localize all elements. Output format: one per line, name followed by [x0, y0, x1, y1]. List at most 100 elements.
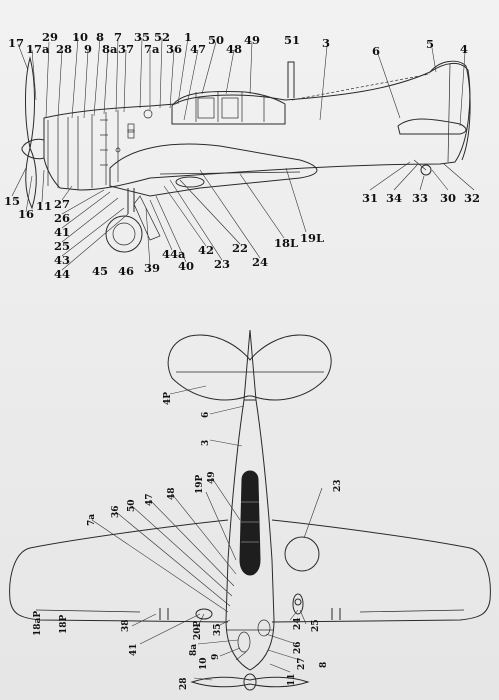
plan-fuselage — [225, 399, 275, 671]
label-41: 41 — [54, 225, 70, 239]
label-3p: 3 — [201, 440, 211, 446]
label-23: 23 — [214, 257, 230, 271]
label-40: 40 — [178, 259, 194, 273]
fuel-cap — [115, 147, 121, 153]
plan-cowl-scoop-right — [257, 619, 271, 637]
plan-canopy-frames — [241, 501, 259, 543]
label-15: 15 — [4, 194, 20, 208]
gear-door — [133, 195, 161, 241]
tailplane — [397, 118, 467, 135]
label-16: 16 — [18, 207, 34, 221]
label-51: 51 — [284, 33, 300, 47]
cowling-panels — [47, 110, 119, 190]
label-25p: 25 — [311, 619, 321, 632]
label-22: 22 — [232, 241, 248, 255]
label-10p: 10 — [199, 657, 209, 670]
label-33: 33 — [412, 191, 428, 205]
label-38p: 38 — [121, 619, 131, 632]
tail-wheel — [420, 164, 432, 176]
label-8ap: 8a — [189, 644, 199, 656]
label-6p: 6 — [201, 412, 211, 418]
label-44a: 44a — [162, 247, 186, 261]
label-8: 8 — [96, 30, 104, 44]
label-50p: 50 — [127, 499, 137, 512]
label-4P: 4P — [163, 392, 173, 405]
plan-propeller — [190, 676, 310, 688]
label-11: 11 — [36, 199, 52, 213]
label-48: 48 — [226, 42, 242, 56]
label-10: 10 — [72, 30, 88, 44]
label-49p: 49 — [207, 471, 217, 484]
main-wheel — [105, 215, 143, 253]
label-26p: 26 — [293, 641, 303, 654]
label-29: 29 — [42, 30, 58, 44]
label-17a: 17a — [26, 42, 50, 56]
wing-side — [109, 143, 318, 197]
flap-line — [159, 171, 301, 175]
side-leader-lines — [11, 37, 475, 271]
plan-wing-roundel — [284, 536, 320, 572]
label-31: 31 — [362, 191, 378, 205]
label-9p: 9 — [211, 654, 221, 660]
label-44: 44 — [54, 267, 70, 281]
label-18L: 18L — [274, 236, 298, 250]
label-4: 4 — [460, 42, 468, 56]
label-7ap: 7a — [87, 514, 97, 526]
exhaust-stub — [127, 129, 135, 139]
label-7a: 7a — [144, 42, 160, 56]
label-20P: 20P — [193, 620, 203, 640]
main-wheel-hub — [112, 222, 136, 246]
label-47: 47 — [190, 42, 206, 56]
label-24: 24 — [252, 255, 268, 269]
fuselage-outline — [43, 63, 471, 191]
label-27: 27 — [54, 197, 70, 211]
plan-tailplane — [167, 334, 332, 401]
label-28: 28 — [56, 42, 72, 56]
label-46: 46 — [118, 264, 134, 278]
label-41p: 41 — [129, 643, 139, 656]
plan-gun-barrels — [159, 608, 341, 620]
label-9: 9 — [84, 42, 92, 56]
plan-right-gear — [292, 593, 304, 615]
propeller-upper-blade — [25, 56, 35, 149]
side-view-drawing — [21, 56, 471, 253]
canopy-frames — [195, 91, 265, 122]
label-36p: 36 — [111, 505, 121, 518]
gun-port — [143, 109, 153, 119]
aerial-wire — [291, 73, 431, 101]
label-26: 26 — [54, 211, 70, 225]
label-35p: 35 — [213, 623, 223, 636]
label-34: 34 — [386, 191, 402, 205]
label-3: 3 — [322, 36, 330, 50]
plan-fin — [243, 329, 257, 401]
label-36: 36 — [166, 42, 182, 56]
wing-roundel — [175, 176, 205, 188]
label-42: 42 — [198, 243, 214, 257]
label-43: 43 — [54, 253, 70, 267]
label-49: 49 — [244, 33, 260, 47]
access-panel — [127, 123, 135, 133]
plan-canopy — [239, 470, 261, 576]
plan-wing — [9, 519, 491, 623]
rudder-hinge — [447, 63, 451, 163]
plan-view-drawing — [9, 329, 491, 691]
label-18P: 18P — [59, 614, 69, 634]
label-52: 52 — [154, 30, 170, 44]
canopy — [171, 91, 286, 125]
label-35: 35 — [134, 30, 150, 44]
label-24p: 24 — [293, 617, 303, 630]
label-48p: 48 — [167, 487, 177, 500]
plan-spinner — [243, 673, 257, 691]
label-37: 37 — [118, 42, 134, 56]
plan-left-gear — [195, 608, 213, 620]
plan-aileron-right — [359, 609, 465, 613]
label-25: 25 — [54, 239, 70, 253]
label-39: 39 — [144, 261, 160, 275]
label-32: 32 — [464, 191, 480, 205]
propeller-lower-blade — [25, 146, 37, 210]
label-30: 30 — [440, 191, 456, 205]
aerial-mast — [287, 61, 295, 98]
plan-view-labels: 4P 6 3 49 19P 48 47 50 36 7a 23 38 18aP … — [33, 392, 343, 690]
